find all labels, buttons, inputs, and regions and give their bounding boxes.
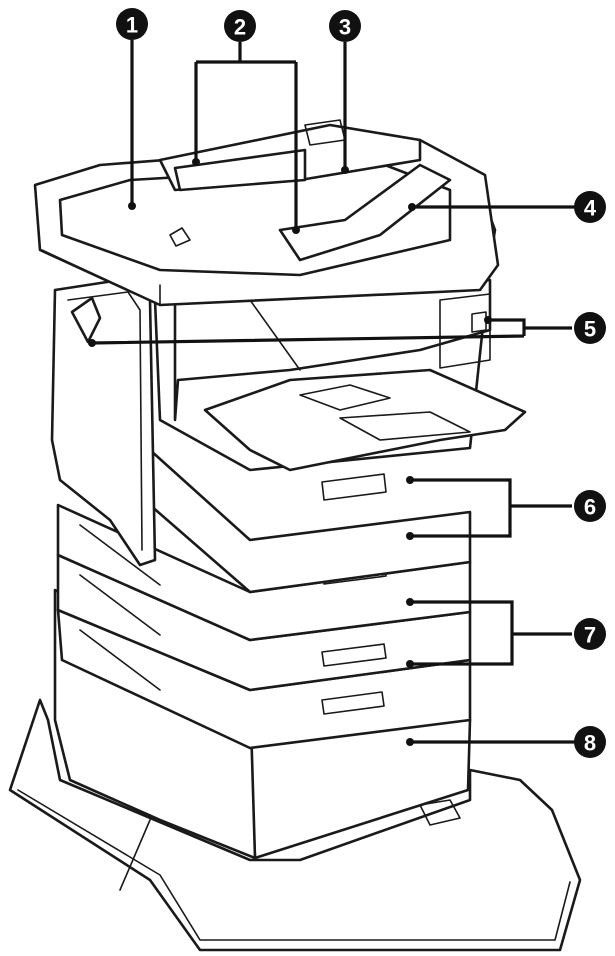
callout-3-label: 3 bbox=[339, 15, 351, 40]
callout-4: 4 bbox=[574, 191, 606, 223]
cabinet-stand bbox=[8, 698, 582, 952]
callout-2-label: 2 bbox=[234, 15, 246, 40]
callout-1-label: 1 bbox=[126, 13, 138, 38]
callout-8: 8 bbox=[574, 726, 606, 758]
paper-cassettes bbox=[56, 448, 472, 750]
callout-6-label: 6 bbox=[584, 495, 596, 520]
callout-7: 7 bbox=[574, 618, 606, 650]
callout-4-label: 4 bbox=[584, 196, 597, 221]
adf-document-feeder bbox=[58, 119, 452, 277]
callout-5: 5 bbox=[574, 312, 606, 344]
callout-6: 6 bbox=[574, 490, 606, 522]
callout-7-label: 7 bbox=[584, 623, 596, 648]
side-panel bbox=[439, 293, 491, 369]
callout-5-label: 5 bbox=[584, 317, 596, 342]
callout-2: 2 bbox=[224, 10, 256, 42]
leader-lines bbox=[88, 40, 576, 746]
callout-8-label: 8 bbox=[584, 731, 596, 756]
callout-1: 1 bbox=[116, 8, 148, 40]
callout-3: 3 bbox=[329, 10, 361, 42]
